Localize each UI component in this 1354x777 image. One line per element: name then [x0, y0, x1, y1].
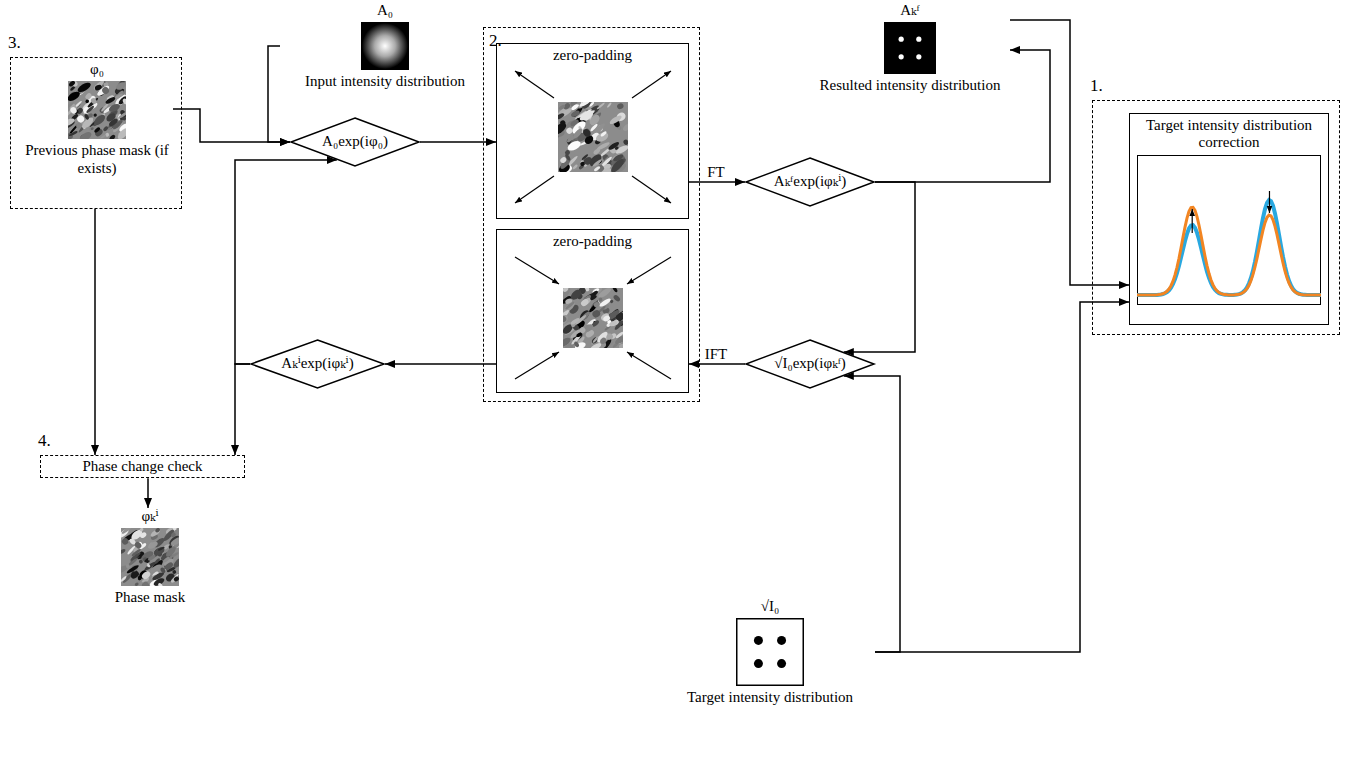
step-group: 2. zero-padding zero-padding: [483, 27, 700, 402]
correction-box: Target intensity distribution correction: [1129, 113, 1329, 325]
figure-caption: Input intensity distribution: [305, 73, 465, 90]
edge-label: FT: [705, 164, 727, 181]
step-number: 1.: [1090, 76, 1103, 96]
connector-arrow: [173, 109, 290, 142]
figure-caption: Previous phase mask (if exists): [21, 142, 173, 177]
input-figure: A₀ Input intensity distribution: [280, 2, 490, 91]
step-group: 3.φ₀Previous phase mask (if exists): [10, 57, 182, 209]
figure-art: [503, 67, 683, 207]
figure-art: [1137, 155, 1321, 305]
figure-caption: Phase mask: [115, 589, 185, 606]
connector-arrow: [1010, 20, 1129, 285]
figure-art: [361, 22, 409, 70]
phase-mask-figure: φ₀ Previous phase mask (if exists): [21, 61, 173, 177]
connector-arrow: [385, 363, 496, 365]
figure-symbol: A₀: [377, 2, 393, 19]
figure-symbol: √I₀: [761, 598, 779, 615]
diamond-text: Aₖⁱexp(iφₖⁱ): [281, 355, 353, 372]
operation-diamond: Aₖⁱexp(iφₖⁱ): [250, 339, 385, 389]
connector-arrow: [844, 376, 900, 652]
diamond-text: √I₀exp(iφₖᶠ): [774, 355, 846, 372]
connector-arrow: [689, 363, 745, 365]
zero-padding-illustration: [503, 253, 683, 383]
step-number: 4.: [38, 431, 51, 451]
result-figure: AₖᶠResulted intensity distribution: [810, 2, 1010, 95]
step-number: 3.: [8, 33, 21, 53]
figure-art: [736, 618, 804, 686]
padding-box: zero-padding: [496, 43, 689, 219]
box-title: zero-padding: [553, 233, 632, 250]
figure-caption: Resulted intensity distribution: [820, 77, 1001, 94]
edge-label: IFT: [703, 346, 730, 363]
correction-plot: [1137, 155, 1321, 305]
check-label: Phase change check: [83, 458, 203, 475]
connector-arrow: [235, 160, 337, 364]
zero-padding-illustration: [503, 67, 683, 207]
step-number: 2.: [489, 31, 502, 51]
operation-diamond: Aₖᶠexp(iφₖⁱ): [745, 157, 875, 207]
connector-arrow: [875, 302, 1129, 652]
operation-diamond: A₀exp(iφ₀): [290, 117, 420, 167]
figure-caption: Target intensity distribution: [687, 689, 853, 706]
target-figure: √I₀ Target intensity distribution: [665, 598, 875, 707]
operation-diamond: √I₀exp(iφₖᶠ): [745, 339, 875, 389]
step-group: 1.Target intensity distribution correcti…: [1092, 100, 1340, 335]
figure-art: [68, 81, 126, 139]
figure-art: [884, 22, 936, 74]
connector-arrow: [420, 141, 496, 143]
diamond-text: A₀exp(iφ₀): [322, 133, 388, 150]
connector-arrow: [844, 182, 915, 352]
padding-box: zero-padding: [496, 229, 689, 393]
connector-arrow: [147, 478, 149, 508]
box-title: zero-padding: [553, 47, 632, 64]
connector-arrow: [268, 46, 290, 142]
diamond-text: Aₖᶠexp(iφₖⁱ): [774, 173, 846, 190]
connector-arrow: [235, 364, 250, 455]
check-box: 4.Phase change check: [40, 455, 245, 478]
connector-arrow: [689, 181, 745, 183]
figure-symbol: Aₖᶠ: [900, 2, 919, 19]
figure-art: [121, 528, 179, 586]
input-beam-image: [361, 22, 409, 70]
figure-symbol: φ₀: [90, 61, 104, 78]
box-title: Target intensity distribution correction: [1130, 117, 1328, 152]
figure-art: [503, 253, 683, 383]
connector-arrow: [94, 209, 96, 455]
figure-symbol: φₖⁱ: [141, 508, 158, 525]
phase-mask-image: [121, 528, 179, 586]
phase-mask-image: [68, 81, 126, 139]
spot-pattern-image: [884, 22, 936, 74]
spot-pattern-image: [736, 618, 804, 686]
phase-mask-figure: φₖⁱPhase mask: [95, 508, 205, 607]
